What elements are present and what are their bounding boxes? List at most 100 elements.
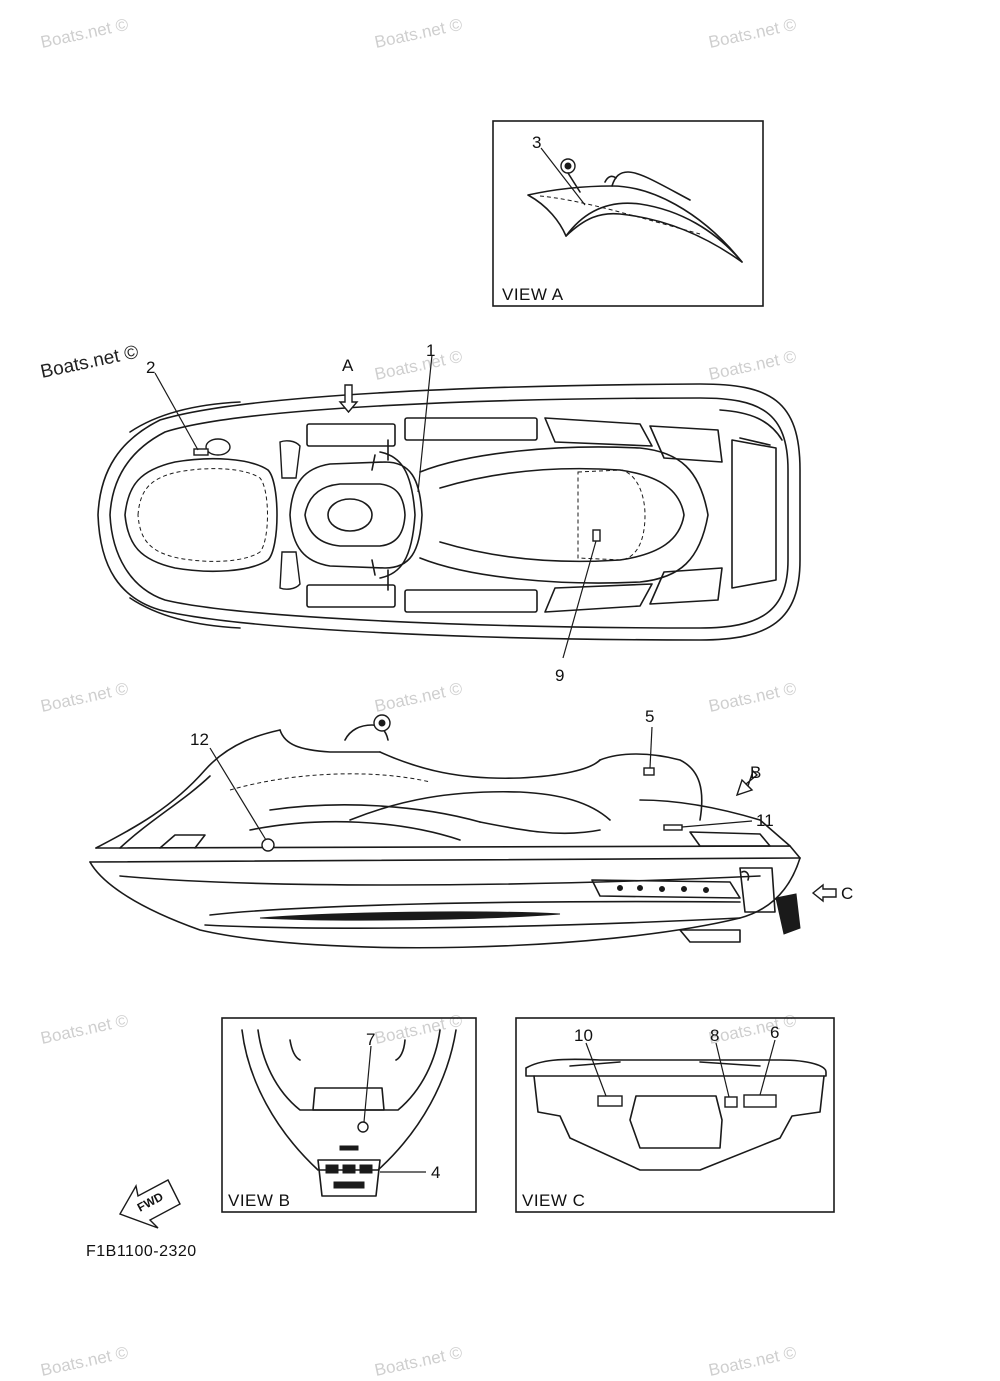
view-b-step-grid (325, 1164, 373, 1189)
view-c-arrow-letter: C (841, 884, 853, 903)
callout-2: 2 (146, 358, 155, 377)
side-rear-cowl (599, 753, 703, 821)
side-gunwale-line (89, 857, 801, 863)
leader-3 (540, 147, 586, 206)
view-c-rim-detail (569, 1061, 761, 1067)
view-b-label: VIEW B (228, 1191, 291, 1210)
callout-12: 12 (190, 730, 209, 749)
side-stripe-lower (204, 917, 741, 929)
watermark-layer: Boats.net © Boats.net © Boats.net © Boat… (39, 15, 799, 1380)
side-graphic-swoosh-1 (249, 820, 461, 841)
leader-8 (715, 1042, 730, 1098)
view-b-arrow-letter: B (750, 763, 761, 782)
view-a-panel: 3 VIEW A (492, 120, 764, 307)
callout-10: 10 (574, 1026, 593, 1045)
deck-pad-top-4 (649, 425, 723, 463)
watermark: Boats.net © (707, 679, 799, 716)
watermark: Boats.net © (707, 347, 799, 384)
side-seat-top (379, 751, 601, 780)
drawing-code: F1B1100-2320 (86, 1243, 197, 1260)
top-label-9 (592, 529, 601, 542)
side-graphic-swoosh-2 (269, 804, 481, 823)
view-b-inner-outline (257, 1029, 441, 1111)
side-ride-plate (679, 929, 741, 943)
view-b-step-plate (317, 1159, 381, 1197)
view-a-label: VIEW A (502, 285, 564, 304)
watermark: Boats.net © (39, 1343, 131, 1380)
side-bow-deck (95, 729, 281, 849)
view-a-frame (492, 120, 764, 307)
fwd-arrow-shape (118, 1179, 181, 1229)
view-c-label-8 (724, 1096, 738, 1108)
view-c-body-outline (533, 1075, 825, 1171)
watermark: Boats.net © (373, 1011, 465, 1048)
handle-knob-center (564, 162, 572, 170)
leader-10 (585, 1042, 607, 1097)
view-a-arrow-letter: A (342, 356, 354, 375)
top-bow-edge (719, 409, 783, 441)
top-hull-outline (97, 383, 801, 641)
top-rear-seat (124, 457, 278, 573)
view-c-panel: 10 8 6 VIEW C (515, 1017, 835, 1213)
side-view: 12 5 11 B C (89, 707, 853, 949)
side-rear-step (689, 831, 771, 847)
watermark: Boats.net © (707, 1011, 799, 1048)
deck-pad-top-2 (404, 417, 538, 441)
callout-3: 3 (532, 133, 541, 152)
view-c-label: VIEW C (522, 1191, 585, 1210)
side-stripe-upper (209, 900, 741, 916)
side-nozzle (775, 893, 801, 935)
top-bow-vent (739, 437, 771, 446)
top-grab-handle-upper (279, 440, 301, 479)
view-c-center-cutout (629, 1095, 723, 1149)
view-c-direction-arrow (811, 883, 837, 903)
callout-6: 6 (770, 1023, 779, 1042)
leader-7 (363, 1045, 372, 1123)
side-handlebar-knob-center (378, 719, 386, 727)
handle-grip-outline (527, 185, 743, 263)
top-hull-inner-line (109, 397, 789, 629)
view-b-label-7 (357, 1121, 369, 1133)
watermark: Boats.net © (373, 1343, 465, 1380)
view-c-frame (515, 1017, 835, 1213)
side-gunwale-top (95, 845, 801, 859)
callout-9: 9 (555, 666, 564, 685)
deck-pad-top-1 (306, 423, 396, 447)
leader-11 (681, 820, 753, 828)
top-side-bumper-lower (129, 597, 241, 629)
watermark-prominent: Boats.net © (39, 342, 141, 383)
watermark: Boats.net © (39, 15, 131, 52)
side-intake-holes (617, 885, 709, 893)
handle-grip-stitch (539, 195, 701, 235)
deck-pad-top-3 (544, 417, 653, 447)
watermark: Boats.net © (39, 1011, 131, 1048)
side-bow-vent (159, 834, 206, 849)
deck-pad-bottom-2 (404, 589, 538, 613)
watermark: Boats.net © (707, 1343, 799, 1380)
top-fuel-cap (205, 438, 231, 456)
watermark: Boats.net © (373, 679, 465, 716)
callout-1: 1 (426, 341, 435, 360)
callout-7: 7 (366, 1030, 375, 1049)
callout-11: 11 (756, 811, 774, 830)
callout-4: 4 (431, 1163, 440, 1182)
side-handlebar-riser (344, 724, 389, 741)
side-bow-inner (119, 775, 211, 849)
top-deck-sweep-inner (439, 467, 685, 563)
top-front-seat (289, 461, 423, 569)
top-label-2 (193, 448, 209, 456)
view-c-top-rim (525, 1058, 827, 1077)
top-seat-cushion (327, 498, 373, 532)
side-stripe-accent (259, 911, 561, 921)
leader-6 (759, 1039, 776, 1096)
deck-pad-bottom-3 (544, 583, 653, 613)
top-deck-sweep (419, 446, 709, 584)
handle-knob-stem (567, 172, 581, 193)
leader-9 (562, 540, 597, 659)
top-storage-hatch (577, 469, 646, 561)
watermark: Boats.net © (39, 679, 131, 716)
watermark: Boats.net © (707, 15, 799, 52)
watermark: Boats.net © (373, 15, 465, 52)
top-front-seat-inner (304, 483, 406, 547)
